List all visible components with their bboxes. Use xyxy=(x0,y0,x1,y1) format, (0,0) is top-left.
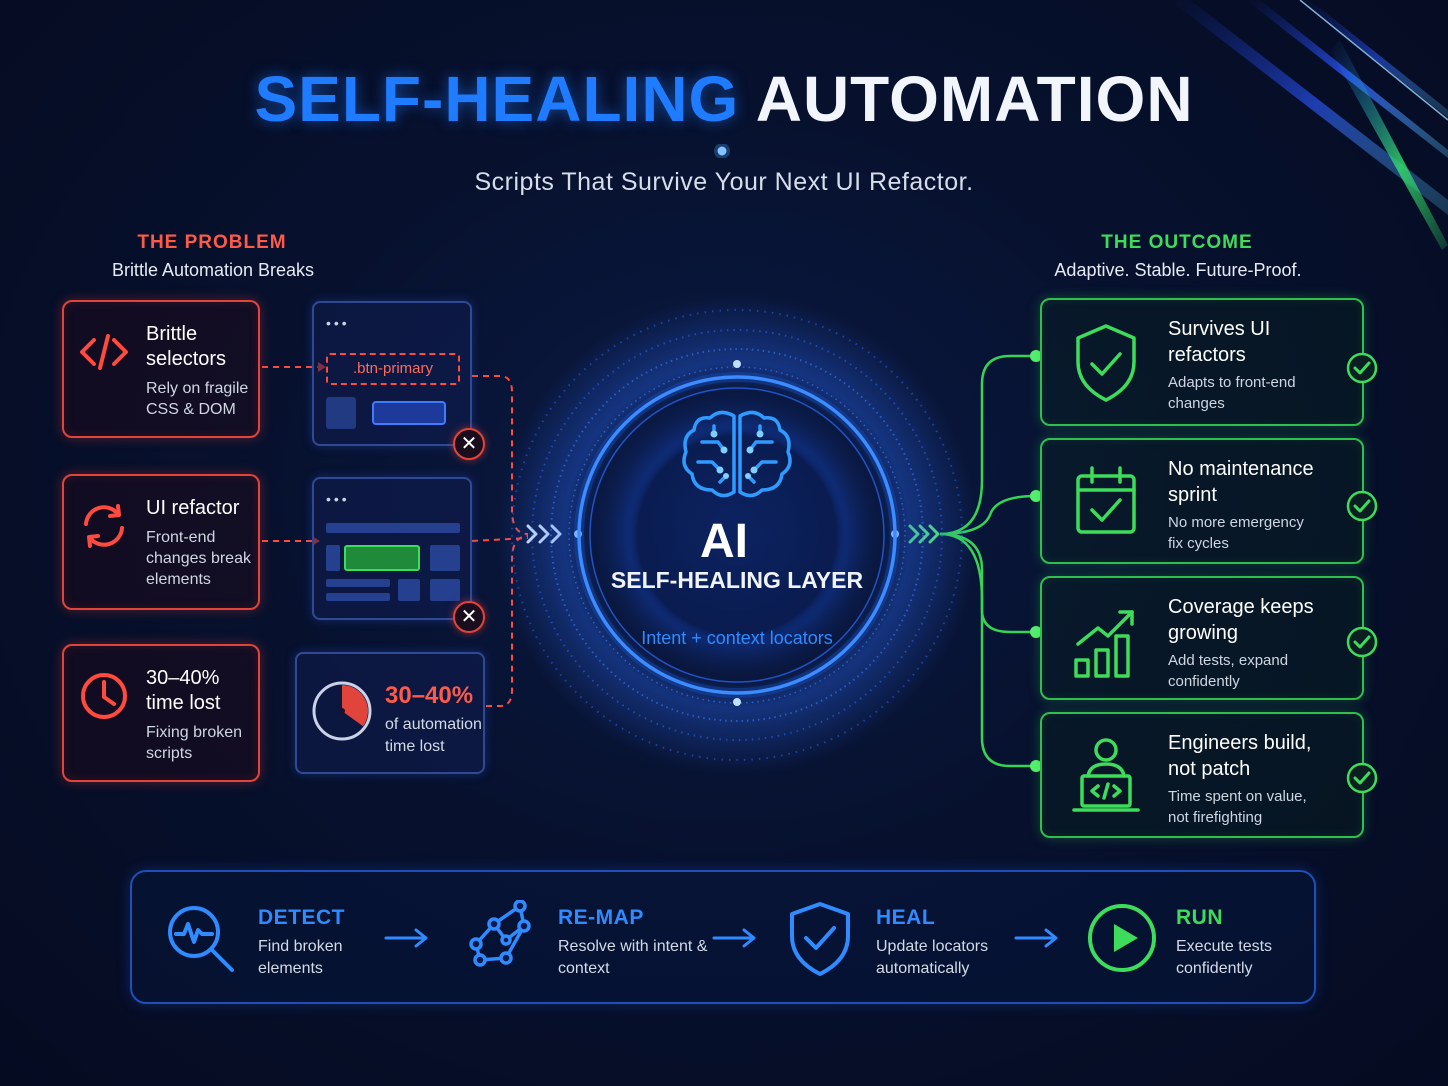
outcome-heading: THE OUTCOME xyxy=(1101,232,1253,253)
check-circle-icon xyxy=(1346,626,1378,658)
step-desc: Resolve with intent & context xyxy=(558,938,708,977)
step-title: RUN xyxy=(1176,906,1223,929)
mock-bar xyxy=(326,523,460,533)
code-brackets-icon xyxy=(80,334,128,370)
pie-slice xyxy=(342,685,368,727)
outcome-card-title: Coverage keeps growing xyxy=(1168,596,1314,644)
step-title: RE-MAP xyxy=(558,906,644,929)
growth-chart-icon xyxy=(1074,610,1134,678)
refresh-icon xyxy=(84,504,124,548)
process-step-remap: RE-MAP Resolve with intent & context xyxy=(462,872,722,1006)
mock-block xyxy=(326,397,356,429)
title-part-2: AUTOMATION xyxy=(755,63,1194,135)
window-dots: ••• xyxy=(326,315,350,331)
page-title: SELF-HEALING AUTOMATION xyxy=(0,62,1448,136)
mock-button xyxy=(372,401,446,425)
check-circle-icon xyxy=(1346,762,1378,794)
outcome-card-desc: Add tests, expand confidently xyxy=(1168,652,1289,690)
process-steps-panel: DETECT Find broken elements RE-MAP Resol… xyxy=(130,870,1316,1004)
mock-block xyxy=(398,579,420,601)
step-desc: Update locators automatically xyxy=(876,938,989,977)
outcome-card-title: Survives UI refactors xyxy=(1168,318,1271,366)
calendar-check-icon xyxy=(1076,466,1136,534)
arrow-right-icon xyxy=(384,928,428,948)
outcome-card-desc: Adapts to front-end changes xyxy=(1168,374,1296,412)
mock-green-button xyxy=(344,545,420,571)
subtitle: Scripts That Survive Your Next UI Refact… xyxy=(474,168,974,196)
play-circle-icon xyxy=(1088,904,1156,972)
problem-card-title: Brittle selectors xyxy=(146,323,227,370)
process-step-detect: DETECT Find broken elements xyxy=(162,872,382,1006)
title-divider xyxy=(420,144,1030,158)
selector-tag: .btn-primary xyxy=(326,353,460,385)
arrow-right-icon xyxy=(1014,928,1058,948)
arrow-right-icon xyxy=(712,928,756,948)
stat-value: 30–40% xyxy=(385,682,474,709)
problem-card-title: UI refactor xyxy=(146,497,240,519)
outcome-card-title: Engineers build, not patch xyxy=(1168,732,1312,780)
outcome-card-desc: Time spent on value, not firefighting xyxy=(1168,788,1307,826)
problem-card-time-lost: 30–40% time lost Fixing broken scripts xyxy=(62,644,260,782)
problem-card-brittle-selectors: Brittle selectors Rely on fragile CSS & … xyxy=(62,300,260,438)
stat-desc: of automation time lost xyxy=(385,716,482,755)
process-step-run: RUN Execute tests confidently xyxy=(1084,872,1314,1006)
title-part-1: SELF-HEALING xyxy=(254,63,740,135)
problem-heading: THE PROBLEM xyxy=(137,232,287,253)
ai-core-circle xyxy=(497,295,977,775)
problem-subheading: Brittle Automation Breaks xyxy=(111,260,315,280)
problem-card-desc: Fixing broken scripts xyxy=(146,724,243,762)
check-circle-icon xyxy=(1346,352,1378,384)
step-title: HEAL xyxy=(876,906,936,929)
outcome-card-desc: No more emergency fix cycles xyxy=(1168,514,1304,552)
error-x-badge: ✕ xyxy=(453,601,485,633)
problem-card-ui-refactor: UI refactor Front-end changes break elem… xyxy=(62,474,260,610)
intent-context-caption: Intent + context locators xyxy=(641,628,833,648)
problem-card-desc: Front-end changes break elements xyxy=(146,529,251,588)
outcome-subheading: Adaptive. Stable. Future-Proof. xyxy=(1054,260,1302,280)
mock-block xyxy=(326,545,340,571)
shield-check-icon xyxy=(790,902,850,976)
window-dots: ••• xyxy=(326,491,350,507)
outcome-card-engineers-build: Engineers build, not patch Time spent on… xyxy=(1040,712,1378,838)
mock-bar xyxy=(326,579,390,587)
problem-card-desc: Rely on fragile CSS & DOM xyxy=(146,380,249,418)
ai-label: AI xyxy=(700,515,748,568)
self-healing-layer-label: SELF-HEALING LAYER xyxy=(610,567,864,593)
time-lost-stat-card: 30–40% of automation time lost xyxy=(295,652,485,774)
outcome-card-no-maintenance: No maintenance sprint No more emergency … xyxy=(1040,438,1378,564)
magnifier-pulse-icon xyxy=(168,906,234,972)
outcome-card-survives-refactors: Survives UI refactors Adapts to front-en… xyxy=(1040,298,1378,426)
node-graph-icon xyxy=(469,900,531,967)
mock-bar xyxy=(326,593,390,601)
brain-circuit-icon xyxy=(682,410,792,498)
engineer-laptop-icon xyxy=(1072,738,1140,812)
step-desc: Find broken elements xyxy=(258,938,343,977)
problem-card-title: 30–40% time lost xyxy=(146,667,221,714)
process-step-heal: HEAL Update locators automatically xyxy=(782,872,1042,1006)
step-desc: Execute tests confidently xyxy=(1176,938,1273,977)
step-title: DETECT xyxy=(258,906,345,929)
outcome-card-coverage-growing: Coverage keeps growing Add tests, expand… xyxy=(1040,576,1378,700)
pie-gauge-icon xyxy=(312,681,372,741)
broken-selector-mock-window: ••• .btn-primary xyxy=(312,301,472,446)
shield-check-icon xyxy=(1076,324,1136,402)
error-x-badge: ✕ xyxy=(453,428,485,460)
corner-light-streaks xyxy=(1170,0,1448,250)
refactored-ui-mock-window: ••• xyxy=(312,477,472,620)
outcome-card-title: No maintenance sprint xyxy=(1168,458,1314,506)
check-circle-icon xyxy=(1346,490,1378,522)
selector-text: .btn-primary xyxy=(352,360,434,377)
mock-block xyxy=(430,579,460,601)
mock-block xyxy=(430,545,460,571)
clock-icon xyxy=(81,673,127,719)
